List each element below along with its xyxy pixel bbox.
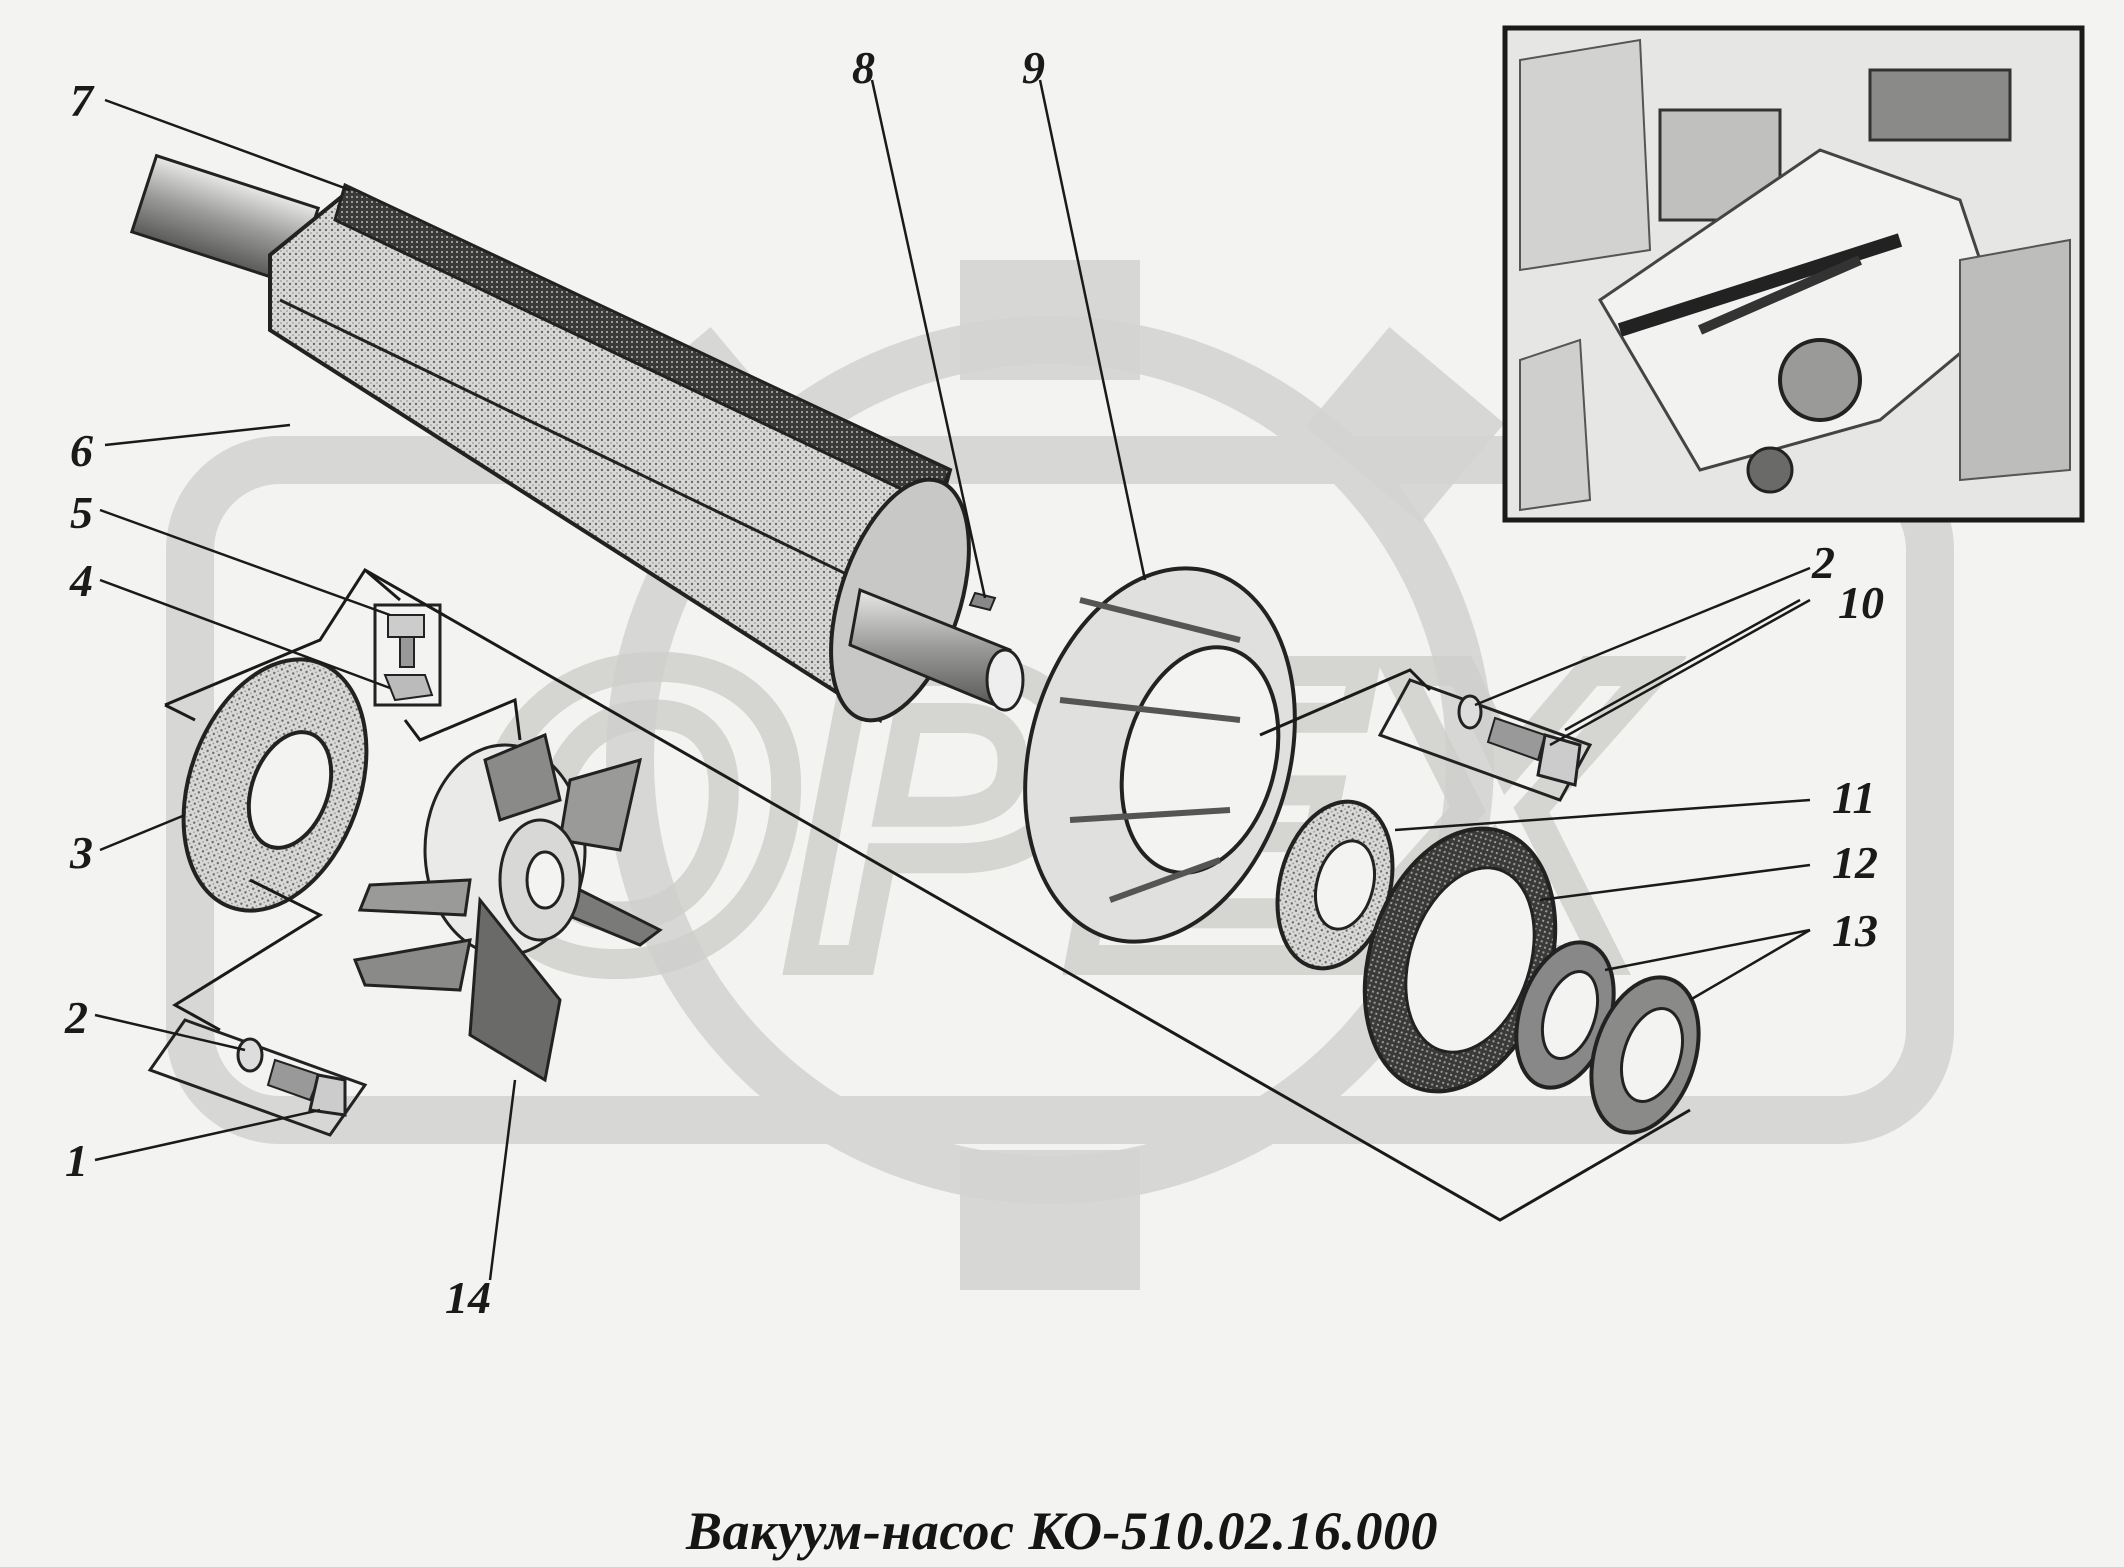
leader-lines	[94, 79, 1811, 1281]
callout-3: 3	[70, 827, 93, 878]
callout-7: 7	[70, 75, 93, 126]
callout-2-right: 2	[1812, 537, 1835, 588]
fan-impeller	[352, 732, 663, 1083]
seals	[1514, 940, 1701, 1135]
callout-11: 11	[1832, 772, 1876, 823]
inset-photo	[1502, 25, 2085, 523]
callout-4: 4	[70, 555, 93, 606]
callout-2-left: 2	[65, 992, 88, 1043]
assembly-lines	[164, 567, 1691, 1222]
diagram-caption: Вакуум-насос КО-510.02.16.000	[685, 1501, 1439, 1561]
callout-5: 5	[70, 487, 93, 538]
callout-1: 1	[65, 1135, 88, 1186]
callout-10: 10	[1838, 577, 1884, 628]
bolt-nut-group	[373, 603, 442, 707]
gasket	[1362, 826, 1558, 1094]
bearing	[1275, 799, 1395, 971]
callout-13: 13	[1832, 905, 1878, 956]
bolt-washer-group-right	[1377, 678, 1593, 802]
callout-9: 9	[1022, 42, 1045, 93]
callout-8: 8	[852, 42, 875, 93]
callout-6: 6	[70, 425, 93, 476]
callout-14: 14	[445, 1272, 491, 1323]
pump-housing	[1023, 566, 1297, 944]
rotor-assembly	[129, 153, 1025, 724]
bolt-washer-group-left	[147, 1018, 368, 1137]
callout-12: 12	[1832, 837, 1878, 888]
